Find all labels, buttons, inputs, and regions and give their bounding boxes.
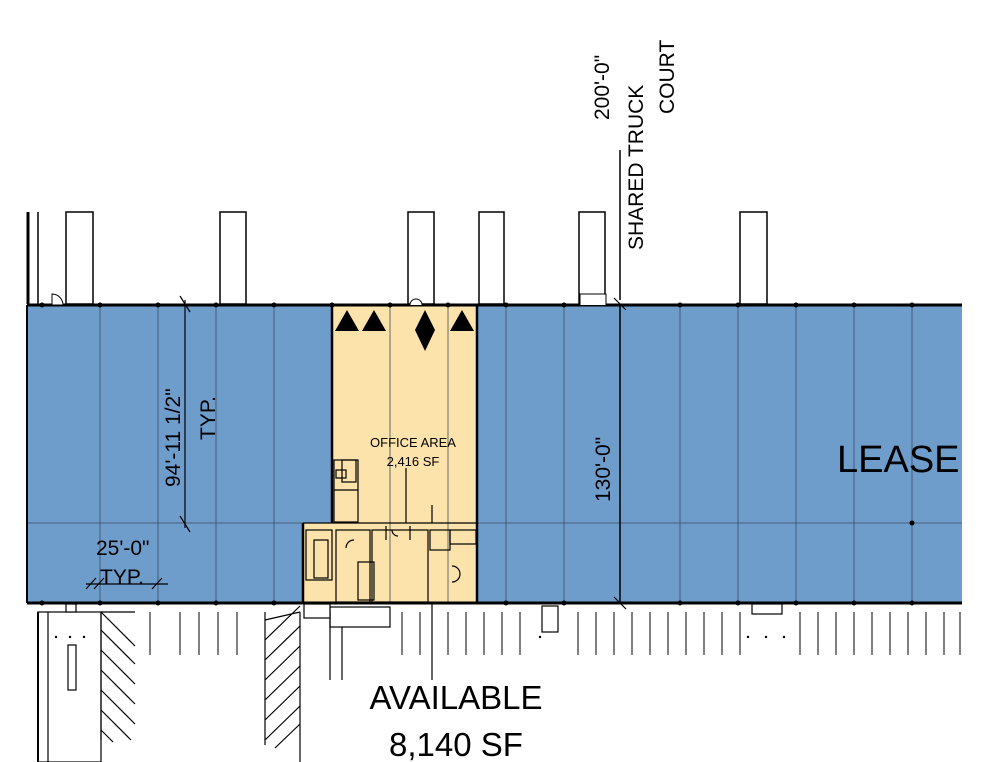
parking-stalls (149, 612, 961, 655)
column-grid (27, 305, 962, 603)
truck-court-label-line1: SHARED TRUCK (625, 85, 648, 250)
truck-court-dimension: 200'-0" (591, 55, 614, 120)
office-label: OFFICE AREA (370, 435, 456, 450)
office-area-value: 2,416 SF (387, 454, 440, 469)
office-interior (305, 459, 477, 603)
office-wing (303, 523, 335, 603)
bay-width-dimension: 25'-0" (96, 537, 150, 560)
bay-width-note: TYP. (100, 566, 144, 589)
dock-doors (65, 211, 768, 305)
bay-depth-note: TYP. (197, 396, 220, 440)
wall-markers (39, 302, 915, 606)
available-label: AVAILABLE (369, 679, 542, 716)
truck-court-label-line2: COURT (656, 40, 679, 114)
leased-label: LEASE (837, 439, 960, 481)
building-depth-dimension: 130'-0" (592, 437, 615, 502)
dock-door (219, 211, 247, 305)
dock-levelers (335, 310, 474, 351)
warehouse-area (27, 305, 962, 603)
dock-door (407, 211, 435, 305)
dock-door (578, 211, 606, 305)
available-area: 8,140 SF (389, 726, 523, 762)
dock-door (478, 211, 505, 305)
dock-door (65, 211, 94, 305)
bay-depth-dimension: 94'-11 1/2" (162, 388, 185, 487)
dock-door (739, 211, 768, 305)
office-area (332, 305, 477, 603)
